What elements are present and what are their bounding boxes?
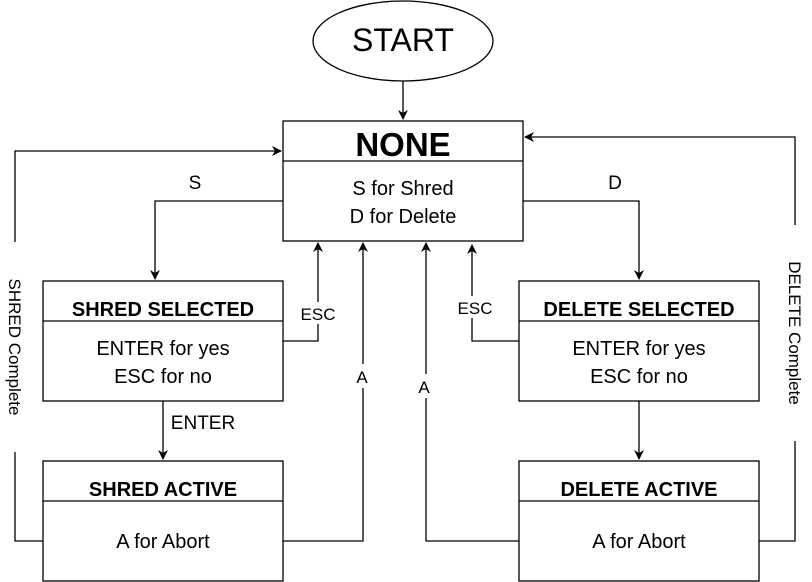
edge-delete-esc: [467, 244, 519, 342]
state-none-line: D for Delete: [350, 206, 457, 228]
edge-delete-esc-label: ESC: [458, 299, 493, 318]
edge-s: [150, 200, 283, 280]
edge-delete-abort: [421, 242, 519, 542]
state-delete-selected: DELETE SELECTED ENTER for yes ESC for no: [518, 280, 760, 402]
state-none-line: S for Shred: [352, 178, 453, 200]
state-none: NONE S for Shred D for Delete: [282, 120, 524, 242]
edge-s-label: S: [189, 173, 202, 194]
edge-shred-abort-label: A: [356, 368, 368, 387]
start-label: START: [352, 22, 454, 58]
edge-d-label: D: [608, 173, 622, 194]
state-delete-selected-line: ESC for no: [590, 366, 688, 388]
edge-shred-esc-label: ESC: [301, 305, 336, 324]
state-none-title: NONE: [355, 126, 450, 163]
state-shred-selected-title: SHRED SELECTED: [72, 299, 254, 321]
state-delete-selected-line: ENTER for yes: [572, 338, 705, 360]
state-shred-selected-line: ENTER for yes: [96, 338, 229, 360]
state-shred-active-line: A for Abort: [116, 531, 210, 553]
state-shred-active: SHRED ACTIVE A for Abort: [42, 460, 284, 582]
state-delete-active-title: DELETE ACTIVE: [560, 479, 717, 501]
state-delete-active: DELETE ACTIVE A for Abort: [518, 460, 760, 582]
state-shred-selected-line: ESC for no: [114, 366, 212, 388]
state-shred-selected: SHRED SELECTED ENTER for yes ESC for no: [42, 280, 284, 402]
edge-shred-esc: [283, 242, 323, 342]
state-delete-selected-title: DELETE SELECTED: [543, 299, 734, 321]
edge-d: [523, 200, 644, 280]
edge-shred-complete-label: SHRED Complete: [5, 279, 24, 416]
edge-enter-label: ENTER: [171, 413, 235, 434]
state-shred-active-title: SHRED ACTIVE: [89, 479, 237, 501]
edge-shred-abort: [283, 242, 368, 542]
start-node: START: [312, 0, 494, 82]
edge-delete-complete-label: DELETE Complete: [785, 261, 804, 405]
edge-delete-abort-label: A: [418, 378, 430, 397]
state-delete-active-line: A for Abort: [592, 531, 686, 553]
